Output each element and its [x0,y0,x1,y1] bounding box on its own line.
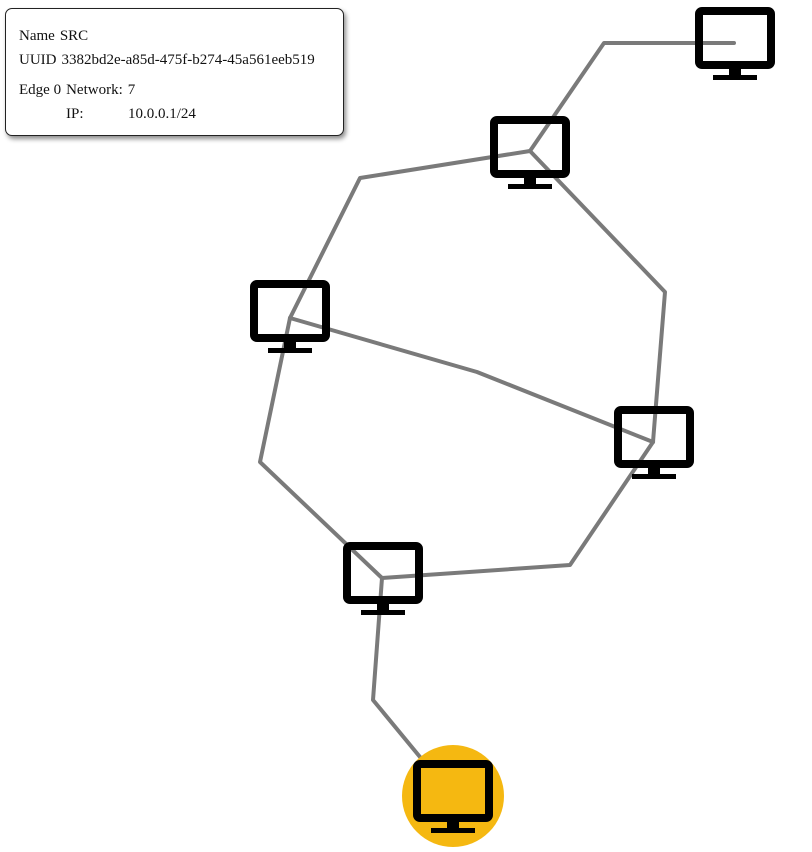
ip-label: IP: [66,106,84,122]
node-n-left[interactable] [250,280,330,353]
edges-layer [258,41,736,759]
edge-n-upper-mid-n-right[interactable] [528,149,667,444]
edge-label: Edge 0 [19,82,62,98]
ip-row: IP: 10.0.0.1/24 [66,105,196,123]
ip-value: 10.0.0.1/24 [128,106,196,122]
nodes-layer [250,7,775,847]
monitor-icon [614,406,694,479]
monitor-icon [490,116,570,189]
monitor-icon [343,542,423,615]
node-n-lower-mid[interactable] [343,542,423,615]
node-n-right[interactable] [614,406,694,479]
edge-n-lower-mid-n-src[interactable] [371,576,422,759]
edge-n-upper-mid-n-left[interactable] [288,149,532,320]
edge-n-left-n-right[interactable] [288,316,655,444]
node-n-upper-mid[interactable] [490,116,570,189]
node-n-top-right[interactable] [695,7,775,80]
monitor-icon [413,760,493,833]
edge-n-right-n-lower-mid[interactable] [380,440,655,580]
uuid-value: 3382bd2e-a85d-475f-b274-45a561eeb519 [61,52,315,68]
network-label: Network: [66,82,123,98]
uuid-label: UUID [19,52,57,68]
network-value: 7 [127,82,136,98]
edge-n-upper-mid-n-top-right[interactable] [528,41,736,153]
edge-n-left-n-lower-mid[interactable] [258,316,384,580]
monitor-icon [695,7,775,80]
name-value: SRC [59,28,89,44]
node-n-src[interactable] [402,745,504,847]
name-label: Name [19,28,55,44]
monitor-icon [250,280,330,353]
